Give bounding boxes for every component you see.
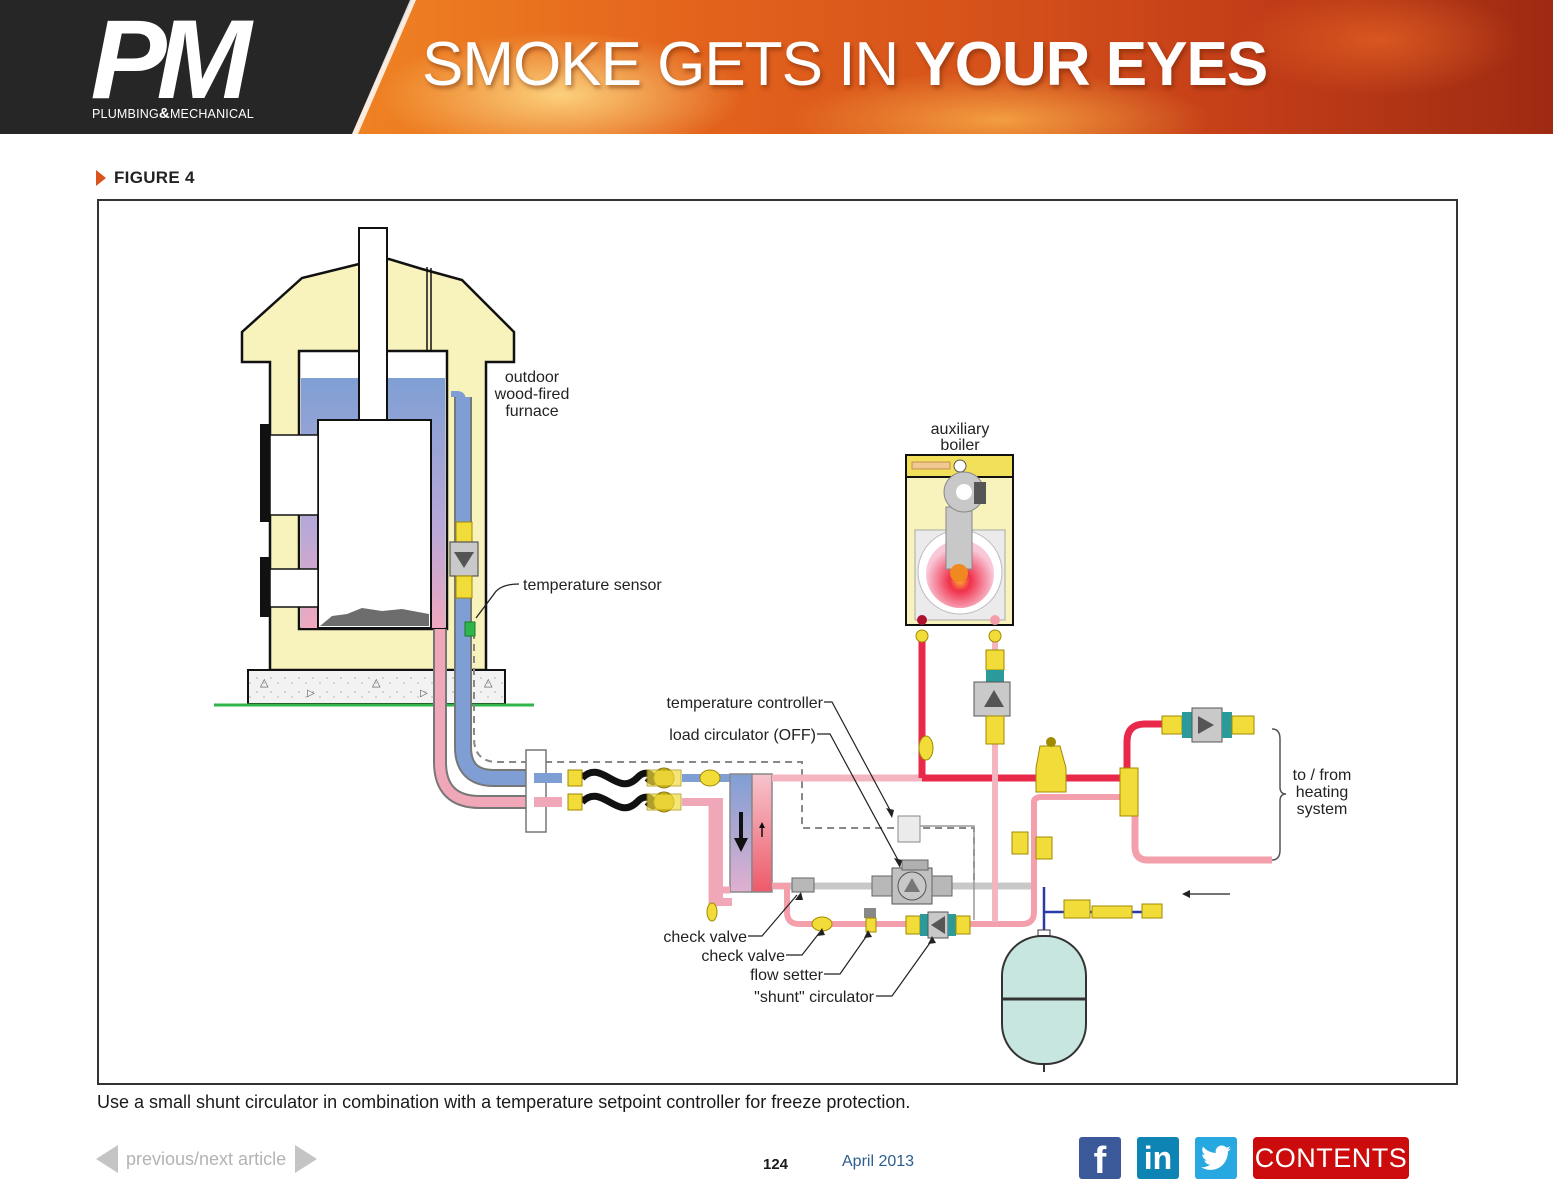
check-valve-upper bbox=[791, 877, 815, 893]
flow-setter bbox=[865, 917, 877, 933]
flow-arrow bbox=[1182, 890, 1190, 898]
linkedin-icon: in bbox=[1143, 1139, 1173, 1176]
previous-next-article-link[interactable]: previous/next article bbox=[126, 1148, 287, 1169]
label-shunt-circulator: "shunt" circulator bbox=[754, 989, 875, 1006]
pipe-break bbox=[525, 749, 547, 833]
piping-diagram: △ △ △ ▷ ▷ bbox=[214, 227, 1352, 1072]
system-circulator bbox=[1161, 707, 1255, 743]
load-circulator bbox=[791, 859, 953, 905]
label-load-circulator: load circulator (OFF) bbox=[669, 727, 816, 744]
backflow-preventer bbox=[1091, 905, 1133, 919]
page-header: PM PLUMBING&MECHANICAL SMOKE GETS IN YOU… bbox=[0, 0, 1553, 134]
flue-gap bbox=[360, 351, 386, 421]
firebox bbox=[317, 419, 432, 629]
leader-arrowheads bbox=[795, 808, 936, 944]
label-temperature-controller: temperature controller bbox=[666, 695, 823, 712]
svg-text:△: △ bbox=[484, 677, 493, 689]
linkedin-share-button[interactable]: in bbox=[1137, 1137, 1179, 1179]
ash-pile bbox=[320, 608, 429, 626]
svg-text:▷: ▷ bbox=[307, 688, 315, 699]
strainer bbox=[699, 769, 721, 787]
article-navigation: previous/next article bbox=[96, 1144, 318, 1174]
facebook-share-button[interactable]: f bbox=[1079, 1137, 1121, 1182]
logo-subtitle: PLUMBING&MECHANICAL bbox=[92, 105, 254, 122]
label-heating-3: system bbox=[1297, 801, 1348, 818]
temperature-sensor bbox=[464, 621, 476, 637]
label-heating-1: to / from bbox=[1293, 767, 1352, 784]
flex-connectors bbox=[567, 767, 732, 906]
pressure-relief-valve bbox=[1011, 831, 1029, 855]
facebook-icon: f bbox=[1093, 1139, 1107, 1182]
outdoor-furnace: △ △ △ ▷ ▷ bbox=[214, 227, 534, 707]
article-title: SMOKE GETS IN YOUR EYES bbox=[422, 34, 1268, 96]
logo-panel bbox=[0, 0, 412, 134]
twitter-share-button[interactable] bbox=[1195, 1137, 1237, 1179]
pm-logo[interactable]: PM bbox=[90, 0, 252, 122]
door-hinge-lower bbox=[260, 557, 270, 617]
label-check-valve-2: check valve bbox=[701, 948, 785, 965]
figure-label-text: FIGURE 4 bbox=[114, 168, 195, 187]
air-separator bbox=[1035, 745, 1067, 793]
leader-temperature-sensor bbox=[475, 583, 520, 619]
figure-label: FIGURE 4 bbox=[96, 168, 195, 188]
label-flow-setter: flow setter bbox=[750, 967, 824, 984]
contents-button[interactable]: CONTENTS bbox=[1253, 1137, 1409, 1179]
label-heating-2: heating bbox=[1296, 784, 1349, 801]
previous-article-arrow-icon[interactable] bbox=[96, 1145, 118, 1173]
furnace-door-upper bbox=[269, 434, 319, 516]
auxiliary-boiler bbox=[905, 454, 1014, 643]
underground-pipes bbox=[433, 391, 975, 882]
label-aux-boiler-2: boiler bbox=[940, 437, 980, 454]
shunt-branch bbox=[811, 908, 971, 939]
figure-frame: △ △ △ ▷ ▷ bbox=[97, 199, 1458, 1085]
logo-subtitle-right: MECHANICAL bbox=[169, 107, 254, 121]
drain-valve bbox=[706, 902, 718, 922]
article-title-light: SMOKE GETS IN bbox=[422, 30, 915, 99]
figure-caption: Use a small shunt circulator in combinat… bbox=[97, 1092, 911, 1112]
logo-ampersand: & bbox=[158, 105, 170, 122]
heat-exchanger bbox=[706, 773, 773, 922]
boiler-circulator bbox=[918, 649, 1011, 761]
heating-system-brace bbox=[1271, 728, 1287, 861]
expansion-tank-assembly bbox=[1001, 887, 1230, 1072]
article-title-bold: YOUR EYES bbox=[914, 30, 1268, 99]
furnace-circulator bbox=[449, 521, 479, 637]
leader-lines bbox=[748, 701, 933, 997]
svg-text:△: △ bbox=[260, 677, 269, 689]
flow-setter-gauge bbox=[864, 908, 876, 918]
twitter-icon bbox=[1201, 1145, 1231, 1170]
pressure-reducing-valve bbox=[1063, 899, 1091, 919]
logo-subtitle-left: PLUMBING bbox=[92, 107, 159, 121]
load-piping bbox=[772, 632, 1272, 927]
svg-text:▷: ▷ bbox=[420, 688, 428, 699]
page-number: 124 bbox=[763, 1156, 789, 1173]
svg-text:△: △ bbox=[372, 677, 381, 689]
label-temperature-sensor: temperature sensor bbox=[523, 577, 662, 594]
closely-spaced-tees bbox=[1119, 767, 1139, 817]
label-furnace-2: wood-fired bbox=[494, 386, 570, 403]
door-hinge-upper bbox=[260, 424, 270, 522]
label-check-valve-1: check valve bbox=[663, 929, 747, 946]
label-furnace-1: outdoor bbox=[505, 369, 560, 386]
relief-valve bbox=[1035, 836, 1053, 860]
next-article-arrow-icon[interactable] bbox=[295, 1145, 318, 1173]
issue-date: April 2013 bbox=[842, 1153, 915, 1170]
furnace-door-lower bbox=[269, 568, 319, 608]
label-furnace-3: furnace bbox=[505, 403, 558, 420]
triangle-bullet-icon bbox=[96, 170, 106, 186]
label-aux-boiler-1: auxiliary bbox=[931, 421, 990, 438]
temperature-controller bbox=[897, 815, 921, 843]
